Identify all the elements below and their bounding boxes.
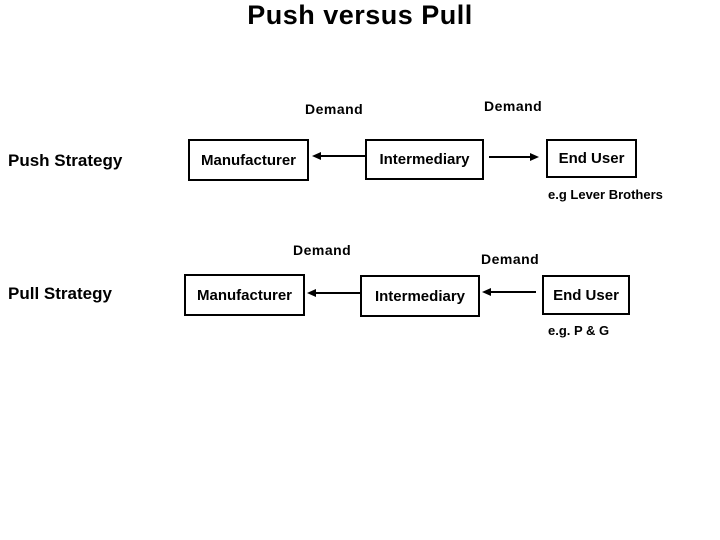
push-enduser-box: End User bbox=[546, 139, 637, 178]
arrow-shaft bbox=[321, 155, 365, 157]
arrowhead-left-icon bbox=[307, 289, 316, 297]
pull-enduser-box: End User bbox=[542, 275, 630, 315]
arrow-pull-intermediary-to-manufacturer bbox=[307, 288, 360, 298]
arrow-pull-enduser-to-intermediary bbox=[482, 287, 536, 297]
push-demand-label-right: Demand bbox=[484, 98, 543, 114]
arrow-push-intermediary-to-manufacturer bbox=[312, 151, 365, 161]
push-demand-label-left: Demand bbox=[305, 101, 364, 117]
pull-intermediary-box: Intermediary bbox=[360, 275, 480, 317]
arrowhead-right-icon bbox=[530, 153, 539, 161]
arrow-push-intermediary-to-enduser bbox=[489, 152, 539, 162]
pull-demand-label-right: Demand bbox=[481, 251, 540, 267]
arrow-shaft bbox=[316, 292, 360, 294]
arrow-shaft bbox=[491, 291, 536, 293]
push-strategy-label: Push Strategy bbox=[8, 151, 123, 170]
arrow-shaft bbox=[489, 156, 530, 158]
push-manufacturer-box: Manufacturer bbox=[188, 139, 309, 181]
pull-demand-label-left: Demand bbox=[293, 242, 352, 258]
push-intermediary-box: Intermediary bbox=[365, 139, 484, 180]
pull-strategy-label: Pull Strategy bbox=[8, 284, 112, 303]
arrowhead-left-icon bbox=[482, 288, 491, 296]
push-example-label: e.g Lever Brothers bbox=[548, 187, 663, 202]
arrowhead-left-icon bbox=[312, 152, 321, 160]
pull-example-label: e.g. P & G bbox=[548, 323, 610, 338]
pull-manufacturer-box: Manufacturer bbox=[184, 274, 305, 316]
slide-title: Push versus Pull bbox=[247, 0, 473, 30]
